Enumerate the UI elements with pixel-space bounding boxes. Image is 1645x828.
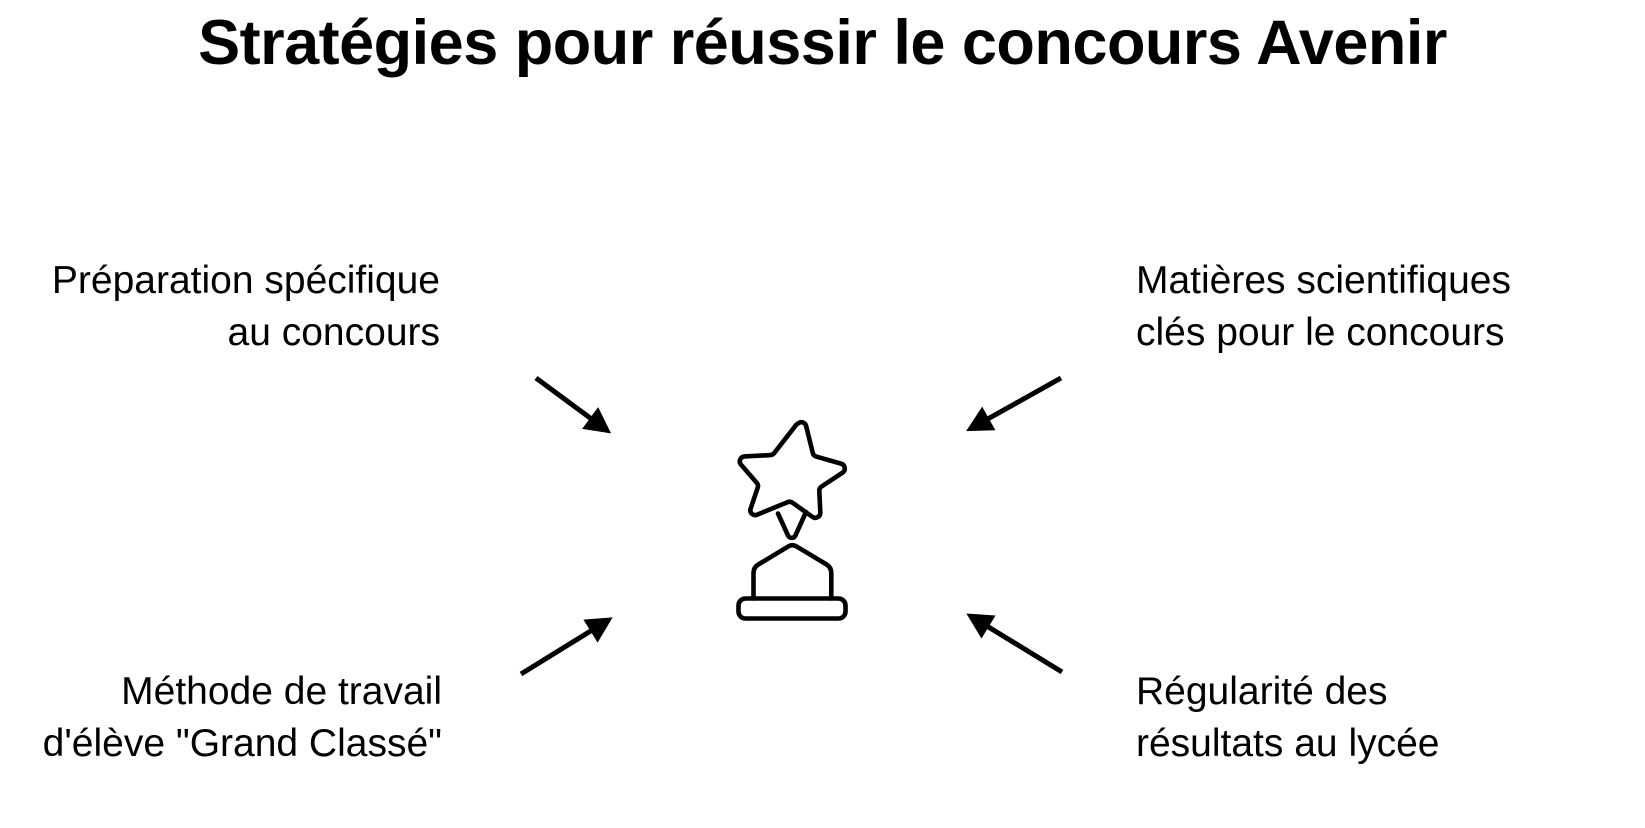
trophy-stem (775, 509, 809, 541)
label-top-left: Préparation spécifique au concours (0, 255, 440, 359)
label-bottom-right-line2: résultats au lycée (1136, 722, 1440, 765)
trophy-pedestal (751, 542, 834, 601)
label-bottom-left-line1: Méthode de travail (121, 670, 442, 713)
label-top-right-line2: clés pour le concours (1136, 311, 1505, 354)
arrow-bottom-right-to-center (966, 613, 1064, 675)
label-top-left-line1: Préparation spécifique (51, 259, 440, 302)
label-top-right-line1: Matières scientifiques (1136, 259, 1511, 302)
label-bottom-left-line2: d'élève "Grand Classé" (42, 722, 442, 765)
arrow-top-left-to-center (534, 375, 612, 434)
page-title: Stratégies pour réussir le concours Aven… (198, 8, 1447, 78)
label-top-right: Matières scientifiques clés pour le conc… (1136, 255, 1636, 359)
label-top-left-line2: au concours (227, 311, 440, 354)
arrow-bottom-left-to-center (519, 617, 613, 677)
star-trophy-icon (700, 400, 890, 640)
arrow-top-right-to-center (966, 375, 1063, 432)
star-shape (737, 419, 848, 521)
label-bottom-left: Méthode de travail d'élève "Grand Classé… (0, 666, 442, 770)
trophy-base (736, 596, 848, 621)
label-bottom-right-line1: Régularité des (1136, 670, 1388, 713)
label-bottom-right: Régularité des résultats au lycée (1136, 666, 1596, 770)
